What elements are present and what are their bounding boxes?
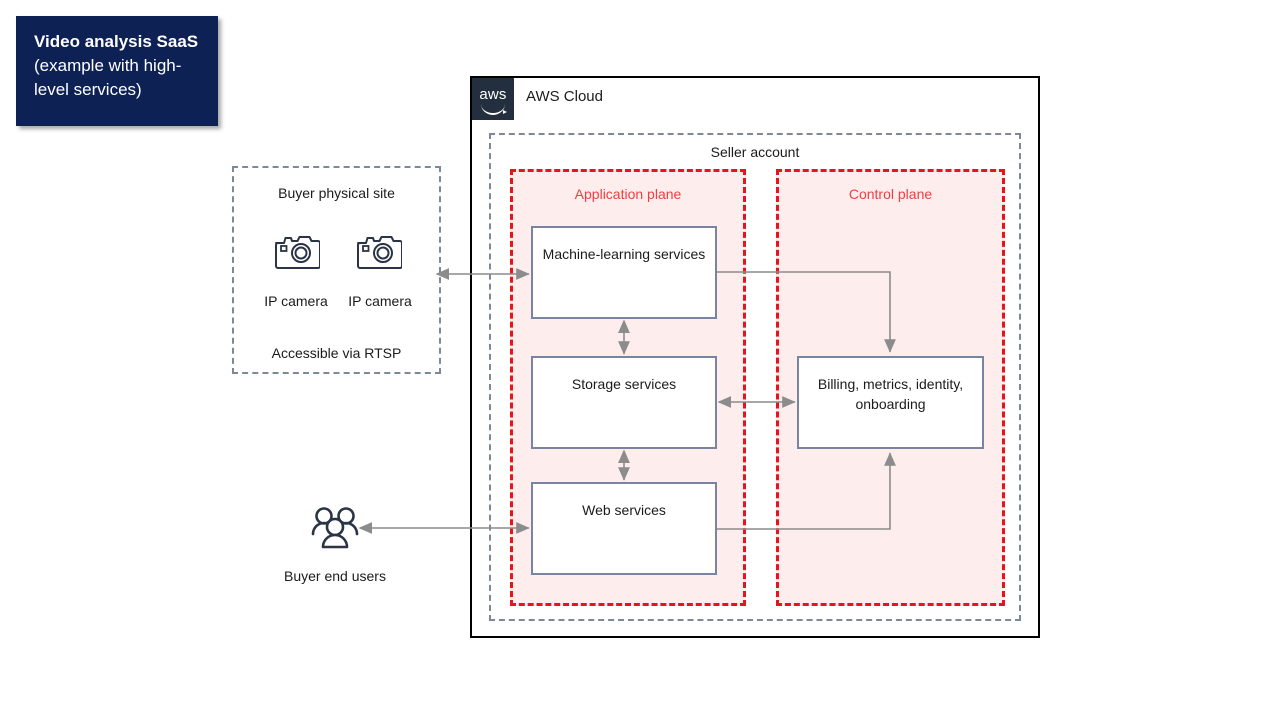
camera-label: IP camera	[348, 293, 412, 309]
buyer-physical-site-title: Buyer physical site	[278, 185, 395, 201]
web-services-box[interactable]: Web services	[531, 482, 717, 575]
camera-icon	[356, 232, 403, 270]
aws-cloud-label: AWS Cloud	[526, 88, 603, 105]
seller-account-label: Seller account	[710, 144, 800, 160]
camera-icon	[274, 232, 321, 270]
seller-account-boundary	[489, 133, 1021, 621]
title-badge-bold-text: Video analysis SaaS	[34, 32, 199, 51]
buyer-end-users-label: Buyer end users	[284, 568, 386, 584]
title-badge-rest-text: (example with high-level services)	[34, 56, 182, 99]
aws-swoosh-icon	[481, 104, 507, 115]
aws-logo-icon: aws	[472, 78, 514, 120]
control-plane-label: Control plane	[848, 186, 933, 202]
application-plane-label: Application plane	[574, 186, 682, 202]
aws-logo-text: aws	[479, 86, 507, 103]
camera-label: IP camera	[264, 293, 328, 309]
buyer-site-footer-label: Accessible via RTSP	[271, 345, 402, 361]
title-badge: Video analysis SaaS (example with high-l…	[16, 16, 218, 126]
billing-metrics-identity-onboarding-box[interactable]: Billing, metrics, identity, onboarding	[797, 356, 984, 449]
storage-services-box[interactable]: Storage services	[531, 356, 717, 449]
machine-learning-services-box[interactable]: Machine-learning services	[531, 226, 717, 319]
users-icon	[308, 506, 362, 550]
